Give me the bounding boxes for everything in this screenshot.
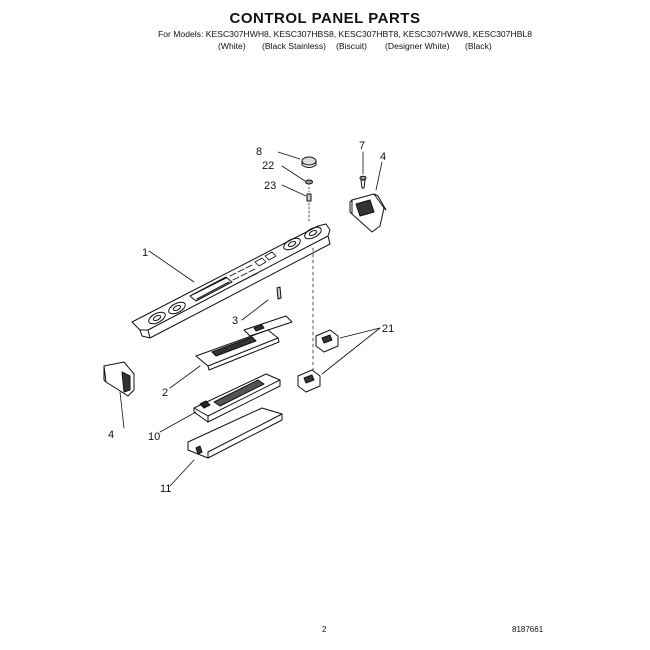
callout-21: 21 [382,323,394,335]
part-control-panel [131,223,331,339]
callout-23: 23 [264,180,276,192]
part-end-bracket-left [103,361,135,397]
callout-22: 22 [262,160,274,172]
variant-black-stainless: (Black Stainless) [262,41,326,51]
page-number: 2 [322,625,327,634]
callout-3: 3 [232,315,238,327]
part-washer [305,179,313,185]
part-screw-small [359,175,367,189]
part-end-bracket-right [349,193,387,233]
callout-7: 7 [359,140,365,152]
part-screw-top [306,193,312,202]
variant-black: (Black) [465,41,492,51]
variant-white: (White) [218,41,246,51]
callout-4-top: 4 [380,151,386,163]
callout-1: 1 [142,247,148,259]
variant-biscuit: (Biscuit) [336,41,368,51]
page-title: CONTROL PANEL PARTS [229,10,421,27]
part-overlay-board [243,315,293,337]
callout-8: 8 [256,146,262,158]
document-code: 8187661 [512,625,544,634]
part-bottom-tray [187,407,283,459]
callout-11: 11 [160,483,171,495]
models-line: For Models: KESC307HWH8, KESC307HBS8, KE… [158,29,532,39]
callout-4-left: 4 [108,429,114,441]
part-switch-block-lower [297,369,321,393]
callout-2: 2 [162,387,168,399]
variant-designer-white: (Designer White) [385,41,450,51]
part-switch-block-upper [315,329,339,353]
part-control-board [195,329,280,371]
part-knob-cap [301,156,317,168]
part-pin [276,286,282,300]
leader-lines [119,151,383,487]
part-circuit-board [193,373,281,423]
callout-10: 10 [148,431,160,443]
